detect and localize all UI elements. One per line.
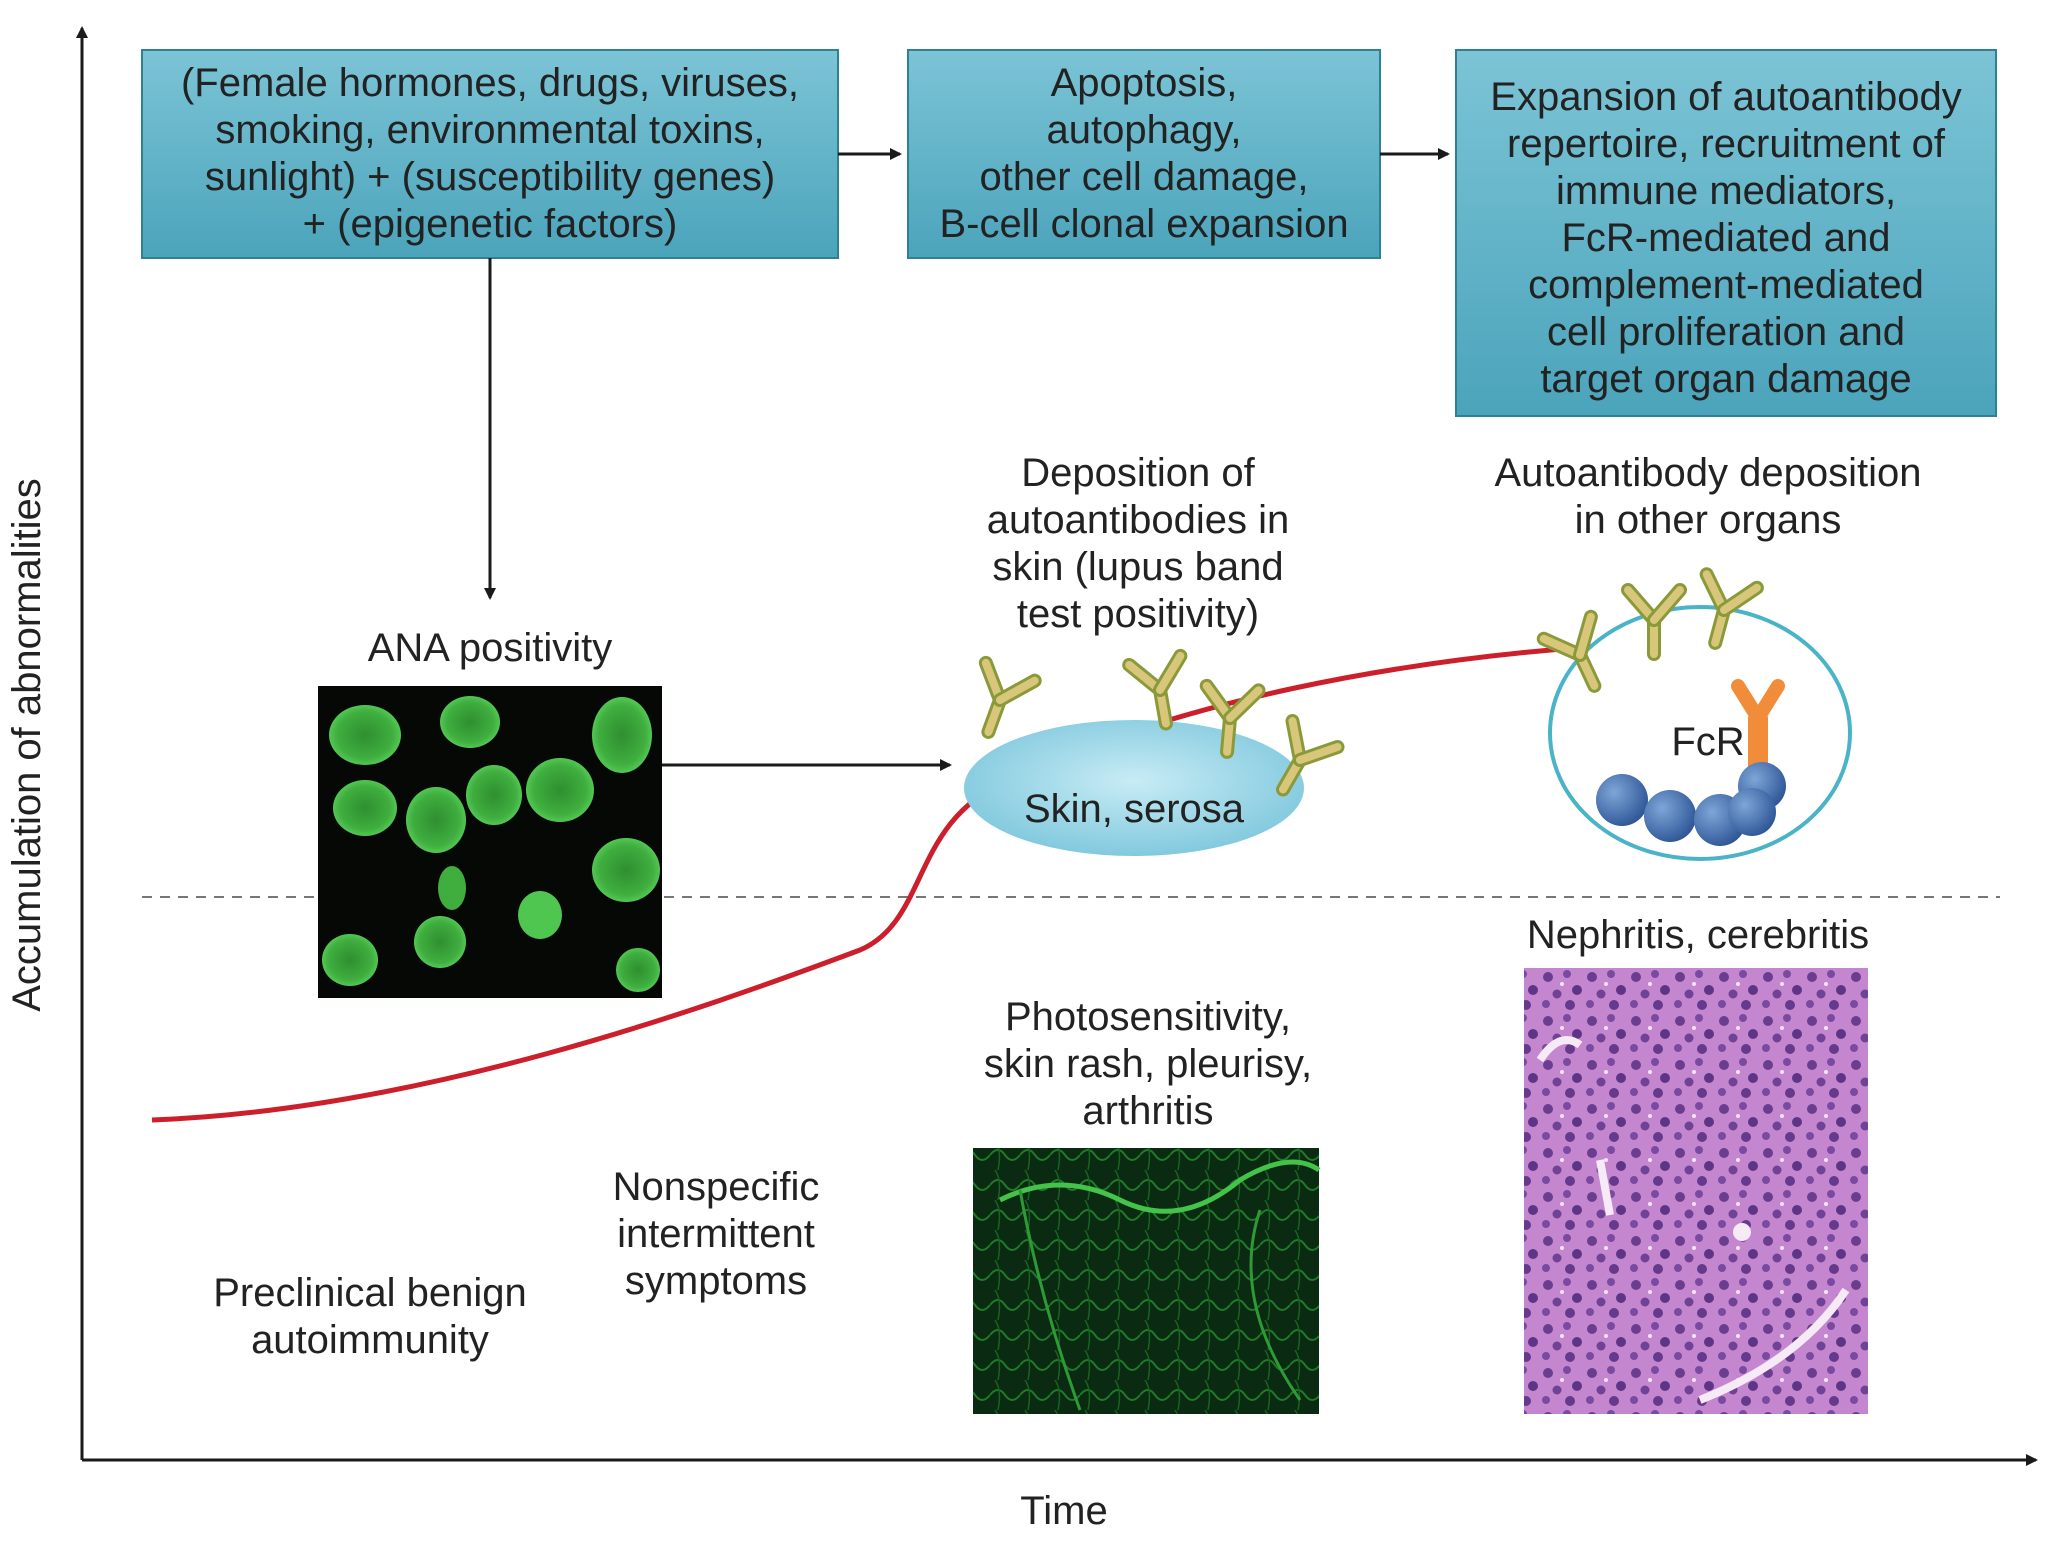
- nephritis-label: Nephritis, cerebritis: [1527, 913, 1869, 957]
- text-line: target organ damage: [1540, 357, 1911, 401]
- antibody-icon: [1536, 609, 1602, 693]
- disease-progression-curve: [151, 642, 1803, 1123]
- x-axis-label: Time: [1020, 1489, 1107, 1533]
- antibody-icon: [1621, 583, 1687, 661]
- text-line: Preclinical benign: [213, 1271, 527, 1315]
- fc-receptor-icon: [1731, 679, 1785, 770]
- kidney-histology-image: [1524, 968, 1868, 1414]
- text-line: B-cell clonal expansion: [939, 202, 1348, 246]
- text-line: Deposition of: [1021, 451, 1255, 495]
- antibody-icon: [1276, 714, 1345, 797]
- antibody-icon: [1199, 678, 1266, 759]
- text-line: Expansion of autoantibody: [1490, 75, 1961, 119]
- text-line: intermittent: [617, 1212, 815, 1256]
- text-line: complement-mediated: [1528, 263, 1924, 307]
- text-line: cell proliferation and: [1547, 310, 1905, 354]
- text-line: test positivity): [1017, 592, 1259, 636]
- skin-antibodies: [978, 648, 1345, 797]
- text-line: smoking, environmental toxins,: [215, 108, 764, 152]
- antibody-icon: [1699, 567, 1764, 650]
- text-line: sunlight) + (susceptibility genes): [205, 155, 775, 199]
- text-line: symptoms: [625, 1259, 807, 1303]
- svg-text:(Female hormones, drugs, virus: (Female hormones, drugs, viruses,smoking…: [181, 61, 799, 246]
- text-line: skin (lupus band: [992, 545, 1283, 589]
- text-line: Nonspecific: [613, 1165, 820, 1209]
- text-line: FcR-mediated and: [1561, 216, 1890, 260]
- ana-positivity-label: ANA positivity: [368, 626, 613, 670]
- skin-immunofluorescence-image: [973, 1148, 1321, 1414]
- photosensitivity-label: Photosensitivity,skin rash, pleurisy,art…: [984, 995, 1312, 1133]
- text-line: skin rash, pleurisy,: [984, 1042, 1312, 1086]
- text-line: repertoire, recruitment of: [1507, 122, 1946, 166]
- complement-beads: [1596, 762, 1786, 846]
- text-line: autoantibodies in: [987, 498, 1289, 542]
- text-line: arthritis: [1082, 1089, 1213, 1133]
- ana-immunofluorescence-image: [318, 686, 662, 998]
- skin-serosa-ellipse: [964, 720, 1304, 856]
- antibody-icon: [978, 655, 1042, 739]
- svg-text:Apoptosis,autophagy,other cell: Apoptosis,autophagy,other cell damage,B-…: [939, 61, 1348, 246]
- trigger-factors-box: (Female hormones, drugs, viruses,smoking…: [141, 49, 839, 259]
- text-line: (Female hormones, drugs, viruses,: [181, 61, 799, 105]
- skin-serosa-label: Skin, serosa: [1024, 787, 1245, 831]
- antibody-icon: [1122, 648, 1188, 731]
- text-line: autophagy,: [1047, 108, 1242, 152]
- text-line: Apoptosis,: [1051, 61, 1238, 105]
- text-line: immune mediators,: [1556, 169, 1896, 213]
- text-line: Autoantibody deposition: [1495, 451, 1922, 495]
- text-line: + (epigenetic factors): [303, 202, 678, 246]
- y-axis-label: Accumulation of abnormalities: [5, 478, 49, 1012]
- fcr-label: FcR: [1671, 720, 1744, 764]
- organ-antibodies: [1536, 567, 1764, 693]
- text-line: other cell damage,: [979, 155, 1308, 199]
- cell-damage-box: Apoptosis,autophagy,other cell damage,B-…: [907, 49, 1381, 259]
- text-line: autoimmunity: [251, 1318, 489, 1362]
- text-line: in other organs: [1575, 498, 1842, 542]
- text-line: Photosensitivity,: [1005, 995, 1291, 1039]
